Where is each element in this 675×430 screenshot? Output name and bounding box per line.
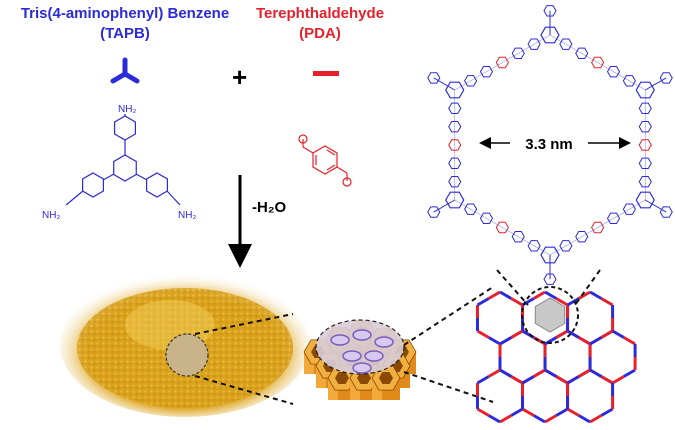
- pda-molecule: [298, 134, 352, 187]
- tapb-abbrev: (TAPB): [100, 25, 150, 42]
- pda-title: Terephthaldehyde (PDA): [255, 4, 385, 44]
- tapb-title: Tris(4-aminophenyl) Benzene (TAPB): [0, 4, 250, 44]
- pda-name: Terephthaldehyde: [255, 5, 385, 22]
- cof-powder-photo: [60, 273, 310, 417]
- pore-size-label: 3.3 nm: [525, 136, 573, 153]
- plus-sign: +: [232, 62, 248, 92]
- cof-network: [427, 5, 673, 285]
- water-byproduct-label: -H₂O: [252, 199, 287, 216]
- tapb-molecule: [65, 114, 181, 206]
- tapb-nh2-top: NH₂: [118, 104, 136, 115]
- honeycomb-lattice: [475, 290, 637, 424]
- tapb-nh2-left: NH₂: [42, 210, 60, 221]
- tapb-nh2-right: NH₂: [178, 210, 196, 221]
- tapb-name: Tris(4-aminophenyl) Benzene: [20, 5, 230, 22]
- pda-abbrev: (PDA): [299, 25, 341, 42]
- linker-y-icon: [110, 57, 140, 84]
- linker-bar-icon: [313, 71, 339, 76]
